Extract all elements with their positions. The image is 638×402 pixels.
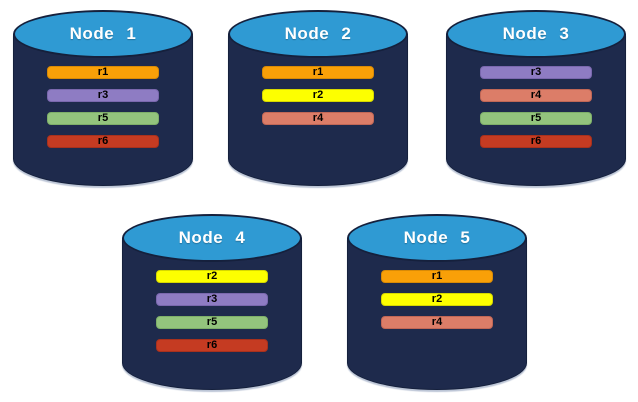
cylinder-body <box>446 34 626 186</box>
cylinder-body <box>122 238 302 390</box>
cylinder-top: Node 3 <box>446 10 626 58</box>
replica-bar-r4: r4 <box>262 112 374 125</box>
node-title: Node 2 <box>284 24 352 43</box>
replica-bar-r2: r2 <box>381 293 493 306</box>
replica-bar-r4: r4 <box>480 89 592 102</box>
cylinder-top: Node 4 <box>122 214 302 262</box>
node-cylinder-2: Node 2 r1 r2 r4 <box>228 8 408 186</box>
node-title: Node 4 <box>178 228 246 247</box>
replica-bar-r6: r6 <box>156 339 268 352</box>
node-cylinder-1: Node 1 r1 r3 r5 r6 <box>13 8 193 186</box>
cylinder-top: Node 1 <box>13 10 193 58</box>
replica-list: r2 r3 r5 r6 <box>156 270 268 352</box>
node-cylinder-4: Node 4 r2 r3 r5 r6 <box>122 212 302 390</box>
replica-bar-r5: r5 <box>156 316 268 329</box>
node-title: Node 3 <box>502 24 570 43</box>
replica-bar-r6: r6 <box>47 135 159 148</box>
replica-bar-r2: r2 <box>156 270 268 283</box>
replica-bar-r5: r5 <box>480 112 592 125</box>
replica-bar-r6: r6 <box>480 135 592 148</box>
cylinder-body <box>228 34 408 186</box>
cylinder-top: Node 2 <box>228 10 408 58</box>
node-cylinder-5: Node 5 r1 r2 r4 <box>347 212 527 390</box>
replica-bar-r1: r1 <box>262 66 374 79</box>
replica-bar-r3: r3 <box>47 89 159 102</box>
replica-bar-r3: r3 <box>156 293 268 306</box>
replica-bar-r1: r1 <box>381 270 493 283</box>
replica-bar-r2: r2 <box>262 89 374 102</box>
node-title: Node 5 <box>403 228 471 247</box>
replica-list: r1 r2 r4 <box>381 270 493 329</box>
cylinder-top: Node 5 <box>347 214 527 262</box>
replica-bar-r5: r5 <box>47 112 159 125</box>
node-cylinder-3: Node 3 r3 r4 r5 r6 <box>446 8 626 186</box>
cylinder-body <box>347 238 527 390</box>
node-title: Node 1 <box>69 24 137 43</box>
replica-list: r1 r2 r4 <box>262 66 374 125</box>
replica-bar-r1: r1 <box>47 66 159 79</box>
cylinder-body <box>13 34 193 186</box>
replica-bar-r4: r4 <box>381 316 493 329</box>
replica-list: r1 r3 r5 r6 <box>47 66 159 148</box>
replica-bar-r3: r3 <box>480 66 592 79</box>
replica-list: r3 r4 r5 r6 <box>480 66 592 148</box>
